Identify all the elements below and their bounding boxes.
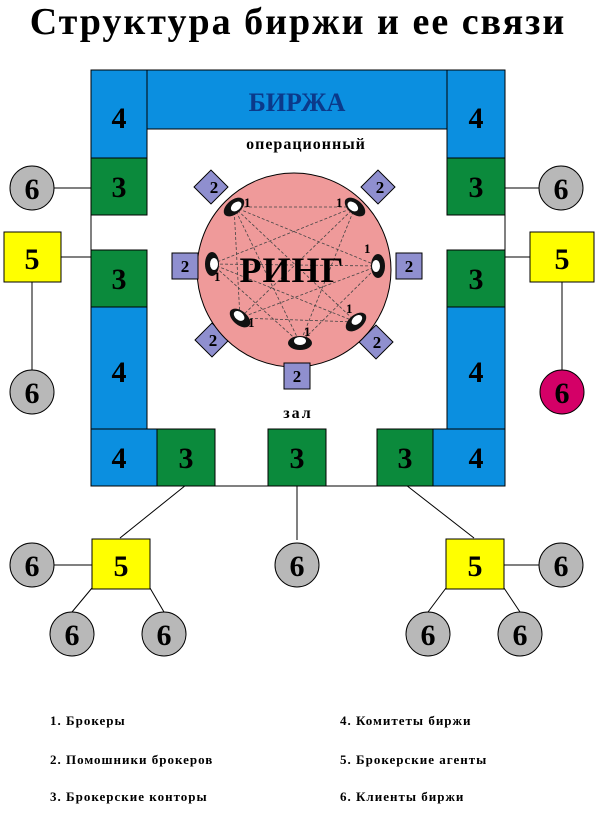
svg-text:4: 4 (469, 442, 484, 475)
svg-text:5: 5 (25, 243, 40, 276)
client-circle (274, 542, 320, 588)
svg-text:6: 6 (554, 173, 569, 206)
client-circle (141, 611, 187, 657)
agent-numbers: 5 5 5 5 (25, 243, 570, 583)
broker-seat (223, 197, 245, 217)
agent-box (445, 538, 505, 590)
legend-item: 6. Клиенты биржи (340, 789, 464, 804)
hall-label-top: операционный (246, 136, 366, 153)
svg-text:4: 4 (112, 102, 127, 135)
svg-text:2: 2 (293, 367, 302, 386)
svg-text:4: 4 (112, 442, 127, 475)
committee-box (446, 306, 506, 430)
svg-text:6: 6 (25, 377, 40, 410)
svg-text:6: 6 (555, 377, 570, 410)
svg-text:2: 2 (405, 257, 414, 276)
broker-seat (229, 308, 251, 328)
broker-interaction-lines (211, 206, 379, 344)
broker-seat (371, 254, 385, 278)
client-circle (497, 611, 543, 657)
committee-box (90, 69, 148, 159)
legend-item: 5. Брокерские агенты (340, 752, 487, 767)
legend-item: 3. Брокерские конторы (50, 789, 208, 804)
broker-numbers: 1 1 1 1 1 1 1 (214, 195, 371, 339)
legend-item: 2. Помошники брокеров (50, 752, 213, 767)
svg-text:2: 2 (373, 333, 382, 352)
svg-text:6: 6 (25, 173, 40, 206)
client-circle-highlight (539, 369, 585, 415)
svg-text:3: 3 (398, 442, 413, 475)
committee-box (432, 428, 506, 487)
svg-text:4: 4 (469, 356, 484, 389)
svg-text:2: 2 (209, 331, 218, 350)
client-numbers: 6 6 6 6 6 6 6 6 6 6 6 (25, 173, 570, 652)
agent-box (3, 231, 62, 283)
broker-seats (205, 197, 385, 350)
svg-text:1: 1 (304, 324, 311, 339)
ring-label: РИНГ (240, 250, 345, 290)
office-box (90, 157, 148, 216)
svg-text:3: 3 (469, 263, 484, 296)
agent-box (91, 538, 151, 590)
office-box (446, 157, 506, 216)
svg-text:6: 6 (554, 550, 569, 583)
svg-text:6: 6 (25, 550, 40, 583)
broker-seat (205, 252, 219, 276)
broker-seat (344, 197, 366, 217)
svg-text:5: 5 (468, 550, 483, 583)
svg-text:1: 1 (364, 241, 371, 256)
svg-text:3: 3 (112, 171, 127, 204)
exchange-label: БИРЖА (249, 88, 346, 117)
office-box (156, 428, 216, 487)
client-circle (9, 542, 55, 588)
svg-text:1: 1 (214, 269, 221, 284)
svg-text:6: 6 (65, 619, 80, 652)
svg-text:2: 2 (210, 178, 219, 197)
assistant-squares (171, 252, 423, 390)
svg-text:3: 3 (469, 171, 484, 204)
svg-text:2: 2 (376, 178, 385, 197)
svg-text:3: 3 (112, 263, 127, 296)
svg-text:2: 2 (181, 257, 190, 276)
committee-box (90, 428, 158, 487)
svg-text:3: 3 (179, 442, 194, 475)
svg-text:4: 4 (469, 102, 484, 135)
broker-seat (345, 312, 367, 332)
client-circle (49, 611, 95, 657)
svg-text:3: 3 (290, 442, 305, 475)
agent-boxes (3, 231, 595, 590)
svg-text:4: 4 (112, 356, 127, 389)
diagram-title: Структура биржи и ее связи (30, 1, 567, 43)
legend-item: 4. Комитеты биржи (340, 713, 471, 728)
broker-seat (288, 336, 312, 350)
office-box (267, 428, 327, 487)
client-circle (9, 369, 55, 415)
legend-item: 1. Брокеры (50, 713, 126, 728)
committee-box (90, 306, 148, 430)
svg-text:6: 6 (157, 619, 172, 652)
legend: 1. Брокеры 2. Помошники брокеров 3. Брок… (50, 713, 487, 804)
client-circle (538, 165, 584, 211)
office-box (446, 249, 506, 308)
svg-text:1: 1 (346, 301, 353, 316)
svg-text:1: 1 (336, 195, 343, 210)
client-circle (538, 542, 584, 588)
committee-box (446, 69, 506, 159)
office-box (376, 428, 434, 487)
svg-text:1: 1 (244, 195, 251, 210)
hall-label-bottom: зал (283, 405, 313, 422)
client-circles (9, 165, 585, 657)
client-circle (405, 611, 451, 657)
svg-text:6: 6 (513, 619, 528, 652)
svg-text:6: 6 (290, 550, 305, 583)
svg-text:5: 5 (114, 550, 129, 583)
client-circle (9, 165, 55, 211)
svg-text:6: 6 (421, 619, 436, 652)
agent-box (529, 231, 595, 283)
svg-text:5: 5 (555, 243, 570, 276)
assistant-numbers: 2 2 2 2 2 2 2 (181, 178, 414, 386)
frame-numbers: 4 4 3 3 3 3 4 4 4 3 3 3 4 (112, 102, 484, 475)
svg-text:1: 1 (248, 315, 255, 330)
